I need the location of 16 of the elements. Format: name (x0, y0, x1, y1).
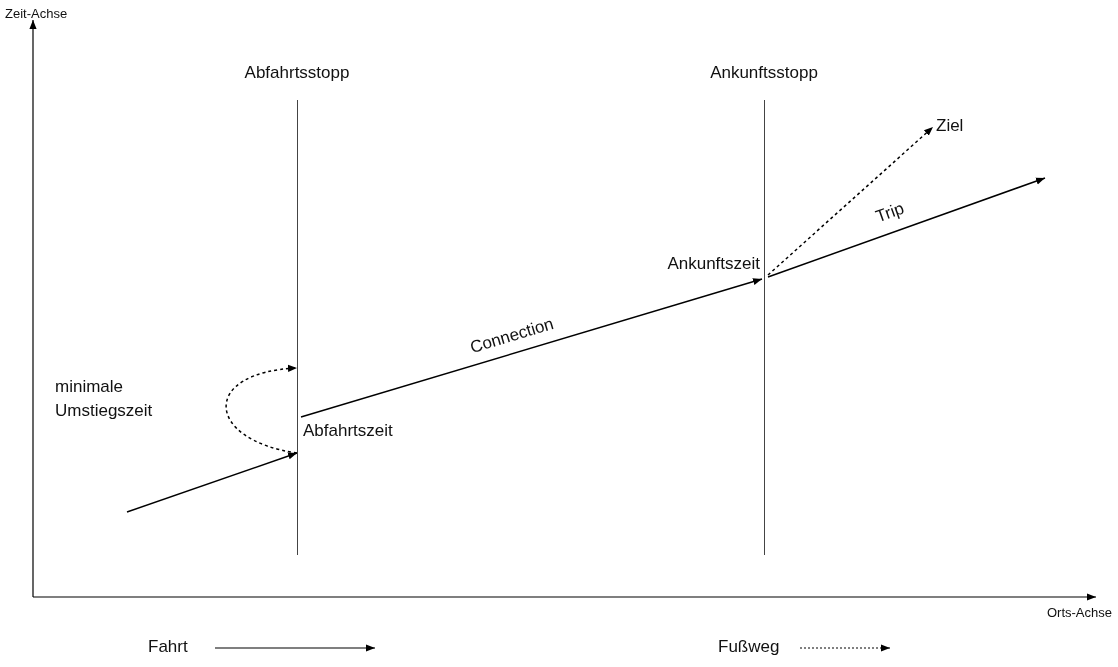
arrow (126, 452, 298, 513)
dotted-arrow (767, 126, 934, 276)
arrow (767, 177, 1046, 278)
edge-label: minimale Umstiegszeit (55, 376, 154, 422)
dotted-arrow (225, 365, 298, 454)
time-label: Ankunftszeit (667, 254, 768, 279)
axis-label: Zeit-Achse (5, 6, 68, 21)
time-label: Ziel (933, 116, 964, 136)
arrow (300, 278, 763, 418)
legend-text: Fahrt (148, 637, 188, 657)
edge-label: Trip (873, 198, 907, 228)
axis-label: Orts-Achse (1047, 605, 1112, 620)
time-label: Abfahrtszeit (300, 417, 393, 441)
stop-heading: Abfahrtsstopp (243, 63, 351, 83)
stop-heading: Ankunftsstopp (709, 63, 819, 83)
legend-text: Fußweg (718, 637, 780, 657)
